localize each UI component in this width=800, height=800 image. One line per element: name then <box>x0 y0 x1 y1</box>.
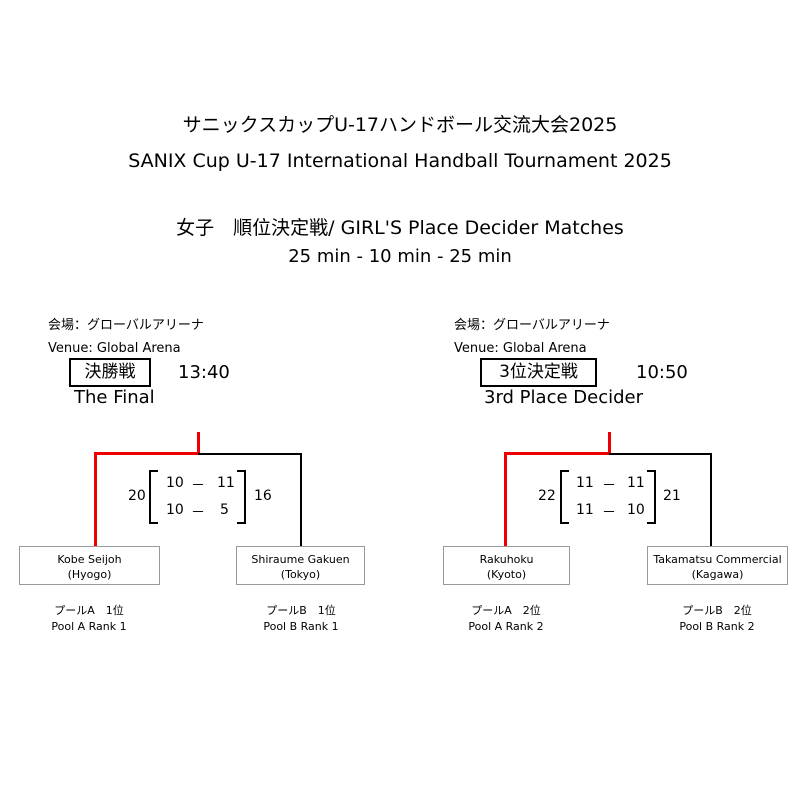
half1-right: 11 <box>217 475 235 491</box>
score-bracket-right <box>647 470 656 524</box>
pool-en: Pool A Rank 1 <box>51 620 127 633</box>
pool-jp: プールA 2位 <box>471 604 541 617</box>
bracket-line <box>609 453 712 455</box>
team-name: Shiraume Gakuen <box>251 553 350 566</box>
pool-jp: プールA 1位 <box>54 604 124 617</box>
team-region: (Hyogo) <box>67 568 112 581</box>
venue-jp: 会場：グローバルアリーナ <box>48 318 204 333</box>
winner-stem-line <box>608 432 611 455</box>
venue-jp: 会場：グローバルアリーナ <box>454 318 610 333</box>
venue-en: Venue: Global Arena <box>48 341 181 356</box>
team-name: Takamatsu Commercial <box>653 553 782 566</box>
match-name-en: The Final <box>74 387 155 408</box>
bracket-line <box>300 453 302 546</box>
total-right: 21 <box>663 488 681 504</box>
pool-label-right: プールB 1位 Pool B Rank 1 <box>263 603 338 635</box>
match-format: 25 min - 10 min - 25 min <box>288 246 512 267</box>
pool-en: Pool A Rank 2 <box>468 620 544 633</box>
winner-bracket-line <box>94 452 200 455</box>
match-name-en: 3rd Place Decider <box>484 387 643 408</box>
team-box-right: Shiraume Gakuen (Tokyo) <box>236 546 365 585</box>
winner-stem-line <box>197 432 200 455</box>
match-time: 13:40 <box>178 362 230 383</box>
winner-bracket-line <box>94 452 97 546</box>
half2-right: 5 <box>220 502 229 518</box>
half2-right: 10 <box>627 502 645 518</box>
match-name-jp: 決勝戦 <box>69 358 151 387</box>
pool-label-left: プールA 1位 Pool A Rank 1 <box>51 603 126 635</box>
half1-sep: － <box>191 478 205 494</box>
winner-bracket-line <box>504 452 507 546</box>
pool-en: Pool B Rank 2 <box>679 620 755 633</box>
half1-left: 11 <box>576 475 594 491</box>
team-name: Rakuhoku <box>479 553 534 566</box>
team-box-left: Rakuhoku (Kyoto) <box>443 546 570 585</box>
team-name: Kobe Seijoh <box>57 553 122 566</box>
half2-left: 10 <box>166 502 184 518</box>
total-left: 22 <box>538 488 556 504</box>
half2-sep: － <box>191 505 205 521</box>
pool-label-right: プールB 2位 Pool B Rank 2 <box>679 603 754 635</box>
bracket-line <box>198 453 302 455</box>
venue-en: Venue: Global Arena <box>454 341 587 356</box>
title-jp: サニックスカップU-17ハンドボール交流大会2025 <box>182 114 618 136</box>
bracket-line <box>710 453 712 546</box>
title-en: SANIX Cup U-17 International Handball To… <box>128 150 672 172</box>
score-bracket-right <box>237 470 246 524</box>
pool-jp: プールB 1位 <box>266 604 336 617</box>
half2-left: 11 <box>576 502 594 518</box>
pool-en: Pool B Rank 1 <box>263 620 339 633</box>
team-box-right: Takamatsu Commercial (Kagawa) <box>647 546 788 585</box>
half1-left: 10 <box>166 475 184 491</box>
team-region: (Tokyo) <box>280 568 321 581</box>
half1-sep: － <box>602 478 616 494</box>
winner-bracket-line <box>504 452 611 455</box>
half2-sep: － <box>602 505 616 521</box>
total-left: 20 <box>128 488 146 504</box>
subtitle: 女子 順位決定戦/ GIRL'S Place Decider Matches <box>176 217 624 239</box>
team-region: (Kyoto) <box>486 568 527 581</box>
team-region: (Kagawa) <box>691 568 744 581</box>
half1-right: 11 <box>627 475 645 491</box>
match-time: 10:50 <box>636 362 688 383</box>
match-name-jp: 3位決定戦 <box>480 358 597 387</box>
score-bracket-left <box>560 470 569 524</box>
pool-label-left: プールA 2位 Pool A Rank 2 <box>468 603 543 635</box>
team-box-left: Kobe Seijoh (Hyogo) <box>19 546 160 585</box>
total-right: 16 <box>254 488 272 504</box>
pool-jp: プールB 2位 <box>682 604 752 617</box>
score-bracket-left <box>149 470 158 524</box>
